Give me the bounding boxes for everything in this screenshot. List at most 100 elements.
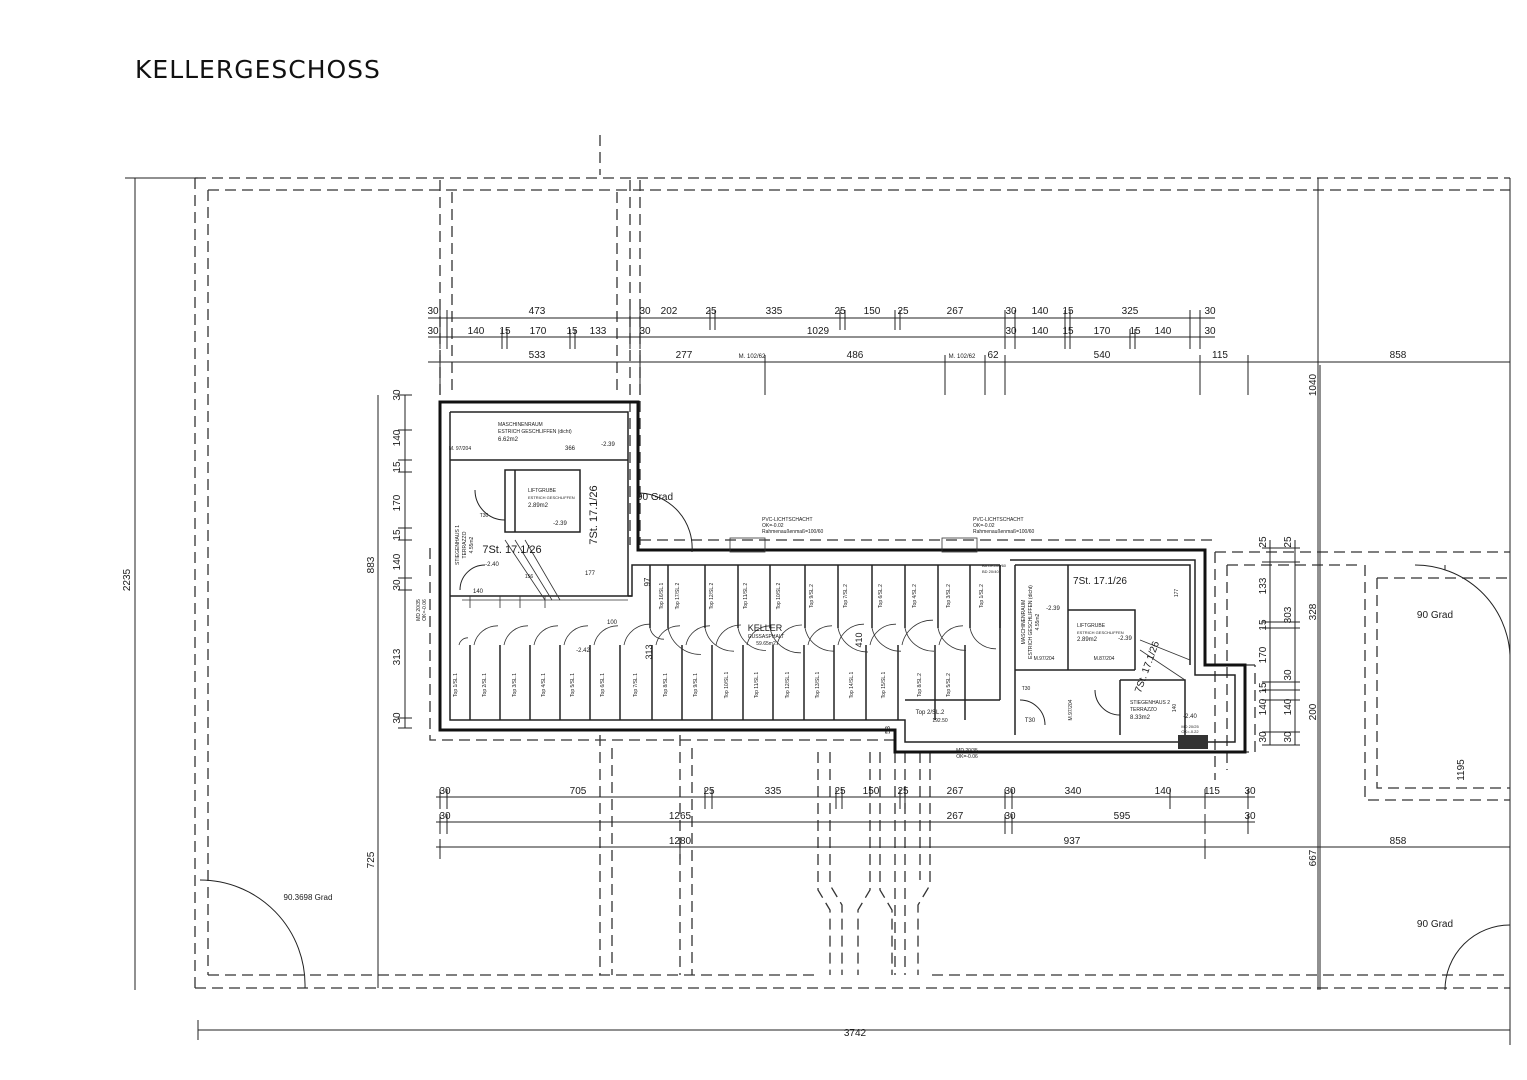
angle-label: 90 Grad bbox=[1417, 610, 1453, 621]
annotation-dim140b: 140 bbox=[1172, 704, 1178, 713]
dimension-label: 150 bbox=[863, 786, 880, 797]
cubicle-door-swing bbox=[533, 625, 559, 646]
dimension-label: 30 bbox=[1005, 326, 1017, 337]
storage-label: Top 14/SL.1 bbox=[849, 671, 855, 698]
room-area: 4.55m2 bbox=[469, 536, 475, 553]
door-swings bbox=[199, 489, 1511, 991]
room-floor: GUSSASPHALT bbox=[748, 634, 785, 640]
cubicle-door-swing bbox=[746, 625, 772, 646]
cubicle-door-swing bbox=[655, 625, 681, 646]
cubicle-door-swing bbox=[769, 627, 802, 654]
dimension-label: 3742 bbox=[844, 1028, 867, 1039]
cubicle-door-swing bbox=[563, 625, 589, 646]
storage-label: Top 6/SL.1 bbox=[600, 673, 606, 697]
stair-label: 7St. 17.1/26 bbox=[1133, 640, 1162, 695]
dimension-label: 30 bbox=[392, 389, 403, 401]
lightwell-frame: Rahmenaußenmaß=100/60 bbox=[762, 529, 824, 535]
dimension-label: 858 bbox=[1390, 836, 1407, 847]
annotation-md_right: MD 20/25 bbox=[1181, 724, 1199, 729]
stair-landing-hatch bbox=[1178, 735, 1208, 749]
level-marker: -2.39 bbox=[1118, 636, 1132, 642]
cubicle-door-swing bbox=[871, 627, 902, 652]
angle-label: 90 Grad bbox=[637, 492, 673, 503]
dimension-label: 30 bbox=[439, 786, 451, 797]
cubicle-door-swing bbox=[776, 624, 803, 646]
annotation-md_left_ok: OK=-0.06 bbox=[422, 599, 428, 621]
room-floor: ESTRICH GESCHLIFFEN (dicht) bbox=[1028, 585, 1034, 659]
dimension-label: 313 bbox=[392, 648, 403, 665]
annotation-t30b: T30 bbox=[1025, 718, 1036, 724]
dimension-label: 725 bbox=[366, 851, 377, 868]
storage-label: Top 5/SL.1 bbox=[570, 673, 576, 697]
level-marker: -2.39 bbox=[1046, 606, 1060, 612]
dimension-label: 30 bbox=[392, 579, 403, 591]
annotation-dim58: 58 bbox=[885, 726, 892, 734]
dimension-label: 595 bbox=[1114, 811, 1131, 822]
room-floor: ESTRICH GESCHLIFFEN bbox=[528, 495, 575, 500]
bottom-dimension-lines bbox=[436, 796, 1510, 848]
cubicle-door-swing bbox=[837, 623, 865, 646]
dimension-label: 30 bbox=[1004, 811, 1016, 822]
dimension-label: 1265 bbox=[669, 811, 692, 822]
dimension-label: 15 bbox=[392, 529, 403, 541]
level-marker: -2.39 bbox=[601, 442, 615, 448]
annotation-ba: BA DK100/60 bbox=[982, 563, 1007, 568]
dimension-label: 1280 bbox=[669, 836, 692, 847]
dimension-label: 325 bbox=[1122, 306, 1139, 317]
storage-label: Top 10/SL.2 bbox=[776, 582, 782, 609]
dimension-label: 303 bbox=[1283, 606, 1294, 623]
dimension-label: 335 bbox=[766, 306, 783, 317]
lightwell-level: OK=-0.02 bbox=[973, 523, 995, 529]
cubicle-door-swing bbox=[837, 627, 869, 653]
annotation-md_mid: MD 20/35 bbox=[956, 748, 978, 754]
building-walls bbox=[438, 400, 1247, 754]
dimension-label: 267 bbox=[947, 306, 964, 317]
dimension-label: 25 bbox=[705, 306, 717, 317]
lightwell-name: PVC-LICHTSCHACHT bbox=[762, 517, 813, 523]
dimension-label: 30 bbox=[1204, 306, 1216, 317]
annotation-door1: M. 97/204 bbox=[449, 446, 471, 452]
lightwell-1 bbox=[729, 537, 766, 553]
dimension-label: 140 bbox=[392, 553, 403, 570]
annotation-dim313: 313 bbox=[644, 644, 654, 659]
dimension-label: 15 bbox=[1062, 306, 1074, 317]
dimension-label: 540 bbox=[1094, 350, 1111, 361]
dimension-label: 25 bbox=[1283, 536, 1294, 548]
storage-label: Top 7/SL.1 bbox=[633, 673, 639, 697]
dimension-label: 937 bbox=[1064, 836, 1081, 847]
annotation-dim177: 177 bbox=[585, 571, 596, 577]
dimension-label: 30 bbox=[1204, 326, 1216, 337]
angle-label: 90 Grad bbox=[1417, 919, 1453, 930]
cubicle-door-swing bbox=[685, 625, 711, 646]
cubicle-door-swing bbox=[969, 627, 997, 650]
storage-label: Top 3/SL.1 bbox=[512, 673, 518, 697]
dimension-label: 25 bbox=[897, 786, 909, 797]
storage-label: Top 13/SL.1 bbox=[815, 671, 821, 698]
dimension-label: 473 bbox=[529, 306, 546, 317]
dimension-label: 30 bbox=[639, 306, 651, 317]
stair-label: 7St. 17.1/26 bbox=[482, 544, 541, 556]
cubicle-door-swing bbox=[667, 627, 702, 655]
lightwell-2 bbox=[941, 537, 978, 553]
room-floor: ESTRICH GESCHLIFFEN (dicht) bbox=[498, 429, 572, 435]
annotation-door4: M.97/204 bbox=[1068, 699, 1074, 720]
dimension-label: 335 bbox=[765, 786, 782, 797]
dimension-label: M. 102/62 bbox=[739, 354, 766, 360]
annotation-dim100: 100 bbox=[607, 620, 618, 626]
room-area: 2.89m2 bbox=[1077, 637, 1098, 643]
dimension-label: 15 bbox=[566, 326, 578, 337]
annotation-md_right_ok: OK=-0.22 bbox=[1181, 729, 1199, 734]
storage-label: Top 8/SL.1 bbox=[663, 673, 669, 697]
storage-label: Top 11/SL.2 bbox=[743, 583, 749, 610]
annotation-dim410: 410 bbox=[854, 632, 864, 647]
vertical-dimension-lines bbox=[134, 178, 1510, 1040]
dimension-label: 15 bbox=[1062, 326, 1074, 337]
level-marker: -2.40 bbox=[485, 562, 499, 568]
storage-label: Top 12/SL.2 bbox=[709, 582, 715, 609]
room-name: STIEGENHAUS 2 bbox=[1130, 700, 1170, 706]
storage-label: Top 6/SL.2 bbox=[878, 584, 884, 608]
storage-value: 192.50 bbox=[932, 718, 948, 724]
storage-label: Top 8/SL.2 bbox=[917, 673, 923, 697]
annotation-door3: M.87/204 bbox=[1094, 656, 1115, 662]
dimension-label: 1029 bbox=[807, 326, 830, 337]
